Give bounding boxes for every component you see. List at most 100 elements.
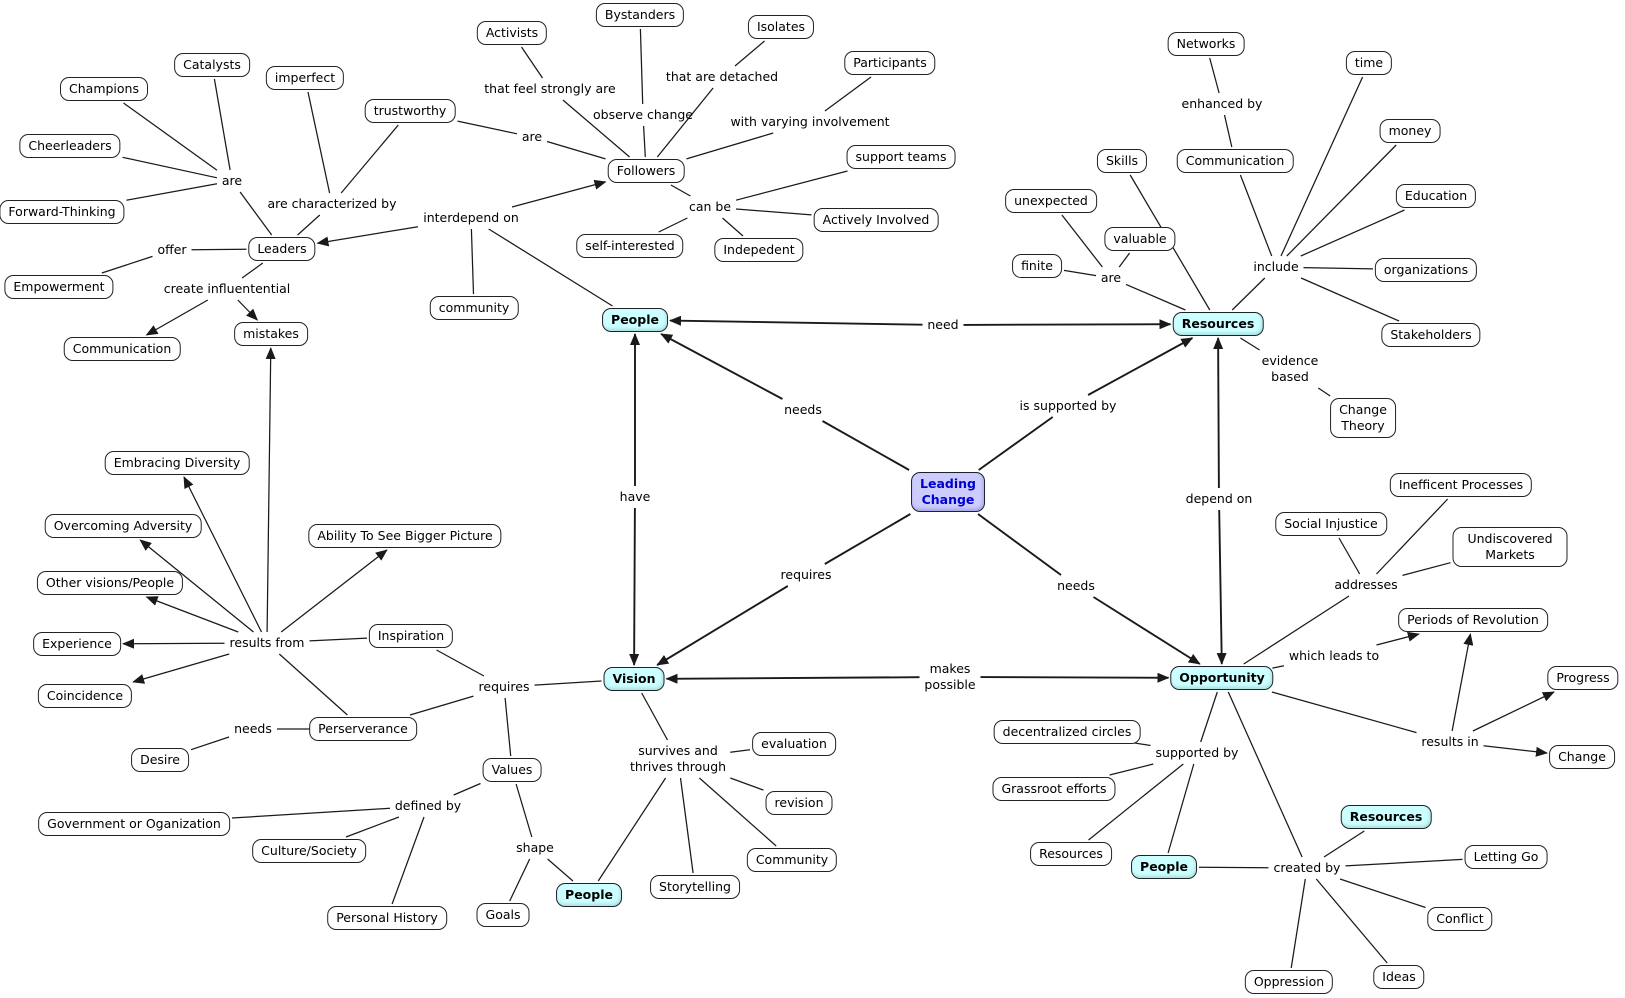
link-label-offer[interactable]: offer (157, 242, 187, 257)
link-label-evidence_based[interactable]: evidence based (1261, 353, 1319, 384)
link-label-results_in[interactable]: results in (1421, 734, 1479, 749)
link-label-include[interactable]: include (1253, 259, 1299, 274)
concept-catalysts[interactable]: Catalysts (174, 53, 250, 77)
concept-forward_thinking[interactable]: Forward-Thinking (0, 200, 125, 224)
link-label-can_be[interactable]: can be (688, 199, 732, 214)
link-label-which_leads_to[interactable]: which leads to (1288, 648, 1380, 663)
concept-oppression[interactable]: Oppression (1244, 970, 1334, 994)
concept-vision[interactable]: Vision (603, 667, 665, 691)
concept-inspiration[interactable]: Inspiration (368, 624, 454, 648)
concept-support_teams[interactable]: support teams (846, 145, 956, 169)
concept-community_2[interactable]: Community (746, 848, 838, 872)
concept-stakeholders[interactable]: Stakeholders (1381, 323, 1481, 347)
concept-coincidence[interactable]: Coincidence (37, 684, 133, 708)
link-label-is_supported_by[interactable]: is supported by (1019, 398, 1117, 413)
link-label-created_by[interactable]: created by (1273, 860, 1341, 875)
concept-organizations[interactable]: organizations (1374, 258, 1478, 282)
concept-activists[interactable]: Activists (476, 21, 548, 45)
concept-change_theory[interactable]: Change Theory (1330, 398, 1396, 438)
link-label-observe_change[interactable]: observe change (593, 107, 693, 122)
concept-ability_bigger_picture[interactable]: Ability To See Bigger Picture (308, 524, 502, 548)
concept-communication_l[interactable]: Communication (63, 337, 181, 361)
concept-other_visions_people[interactable]: Other visions/People (36, 571, 184, 595)
concept-ideas[interactable]: Ideas (1373, 965, 1425, 989)
link-label-enhanced_by[interactable]: enhanced by (1181, 96, 1263, 111)
concept-resources_plain[interactable]: Resources (1030, 842, 1112, 866)
concept-embracing_diversity[interactable]: Embracing Diversity (104, 451, 250, 475)
concept-progress[interactable]: Progress (1547, 666, 1619, 690)
concept-overcoming_adversity[interactable]: Overcoming Adversity (44, 514, 202, 538)
concept-valuable[interactable]: valuable (1104, 227, 1176, 251)
concept-decentralized_circles[interactable]: decentralized circles (993, 720, 1141, 744)
concept-participants[interactable]: Participants (844, 51, 936, 75)
concept-skills[interactable]: Skills (1096, 149, 1148, 173)
concept-goals[interactable]: Goals (476, 903, 530, 927)
concept-followers[interactable]: Followers (607, 159, 685, 183)
concept-government_or_oganization[interactable]: Government or Oganization (38, 812, 230, 836)
link-label-with_varying[interactable]: with varying involvement (730, 114, 890, 129)
link-label-create_infl[interactable]: create influentential (163, 281, 291, 296)
concept-change[interactable]: Change (1549, 745, 1615, 769)
concept-money[interactable]: money (1379, 119, 1441, 143)
concept-revision[interactable]: revision (765, 791, 833, 815)
concept-people_3[interactable]: People (556, 883, 622, 907)
concept-cheerleaders[interactable]: Cheerleaders (19, 134, 121, 158)
concept-letting_go[interactable]: Letting Go (1464, 845, 1548, 869)
concept-leading_change[interactable]: Leading Change (911, 472, 985, 512)
concept-people_2[interactable]: People (1131, 855, 1197, 879)
concept-desire[interactable]: Desire (131, 748, 189, 772)
concept-communication_r[interactable]: Communication (1176, 149, 1294, 173)
link-label-supported_by[interactable]: supported by (1155, 745, 1239, 760)
concept-mistakes[interactable]: mistakes (234, 322, 308, 346)
concept-resources_2[interactable]: Resources (1340, 805, 1432, 829)
concept-time[interactable]: time (1345, 51, 1393, 75)
concept-resources[interactable]: Resources (1172, 312, 1264, 336)
link-label-are_char_by[interactable]: are characterized by (267, 196, 397, 211)
concept-culture_society[interactable]: Culture/Society (252, 839, 366, 863)
concept-inefficent_processes[interactable]: Inefficent Processes (1389, 473, 1533, 497)
concept-finite[interactable]: finite (1012, 254, 1062, 278)
concept-trustworthy[interactable]: trustworthy (364, 99, 456, 123)
link-label-are_l[interactable]: are (221, 173, 243, 188)
concept-undiscovered_markets[interactable]: Undiscovered Markets (1452, 527, 1568, 567)
concept-personal_history[interactable]: Personal History (327, 906, 447, 930)
link-label-makes_possible[interactable]: makes possible (924, 661, 976, 692)
link-label-addresses[interactable]: addresses (1334, 577, 1398, 592)
concept-networks[interactable]: Networks (1167, 32, 1245, 56)
link-label-are_r[interactable]: are (1100, 270, 1122, 285)
concept-opportunity[interactable]: Opportunity (1170, 666, 1274, 690)
concept-evaluation[interactable]: evaluation (752, 732, 836, 756)
link-label-needs_p[interactable]: needs (784, 402, 822, 417)
link-label-results_from[interactable]: results from (229, 635, 305, 650)
concept-imperfect[interactable]: imperfect (265, 66, 345, 90)
concept-storytelling[interactable]: Storytelling (650, 875, 740, 899)
concept-community[interactable]: community (429, 296, 519, 320)
concept-conflict[interactable]: Conflict (1427, 907, 1493, 931)
concept-values[interactable]: Values (482, 758, 542, 782)
link-label-survives_thrives[interactable]: survives and thrives through (629, 743, 727, 774)
concept-education[interactable]: Education (1395, 184, 1477, 208)
concept-social_injustice[interactable]: Social Injustice (1275, 512, 1387, 536)
concept-leaders[interactable]: Leaders (248, 237, 316, 261)
link-label-are_f[interactable]: are (521, 129, 543, 144)
concept-champions[interactable]: Champions (60, 77, 148, 101)
concept-people[interactable]: People (602, 308, 668, 332)
concept-isolates[interactable]: Isolates (747, 15, 815, 39)
link-label-requires_lc[interactable]: requires (780, 567, 832, 582)
link-label-that_detached[interactable]: that are detached (665, 69, 779, 84)
link-label-depend_on[interactable]: depend on (1185, 491, 1253, 506)
concept-unexpected[interactable]: unexpected (1005, 189, 1097, 213)
link-label-needs_o[interactable]: needs (1057, 578, 1095, 593)
link-label-defined_by[interactable]: defined by (394, 798, 462, 813)
concept-grassroot_efforts[interactable]: Grassroot efforts (992, 777, 1116, 801)
link-label-shape[interactable]: shape (516, 840, 554, 855)
link-label-need[interactable]: need (927, 317, 959, 332)
link-label-needs_d[interactable]: needs (234, 721, 272, 736)
concept-actively_involved[interactable]: Actively Involved (813, 208, 939, 232)
link-label-requires_v[interactable]: requires (478, 679, 530, 694)
concept-experience[interactable]: Experience (33, 632, 121, 656)
concept-periods_of_revolution[interactable]: Periods of Revolution (1398, 608, 1548, 632)
concept-self_interested[interactable]: self-interested (576, 234, 684, 258)
concept-bystanders[interactable]: Bystanders (595, 3, 685, 27)
link-label-interdepend_on[interactable]: interdepend on (423, 210, 519, 225)
